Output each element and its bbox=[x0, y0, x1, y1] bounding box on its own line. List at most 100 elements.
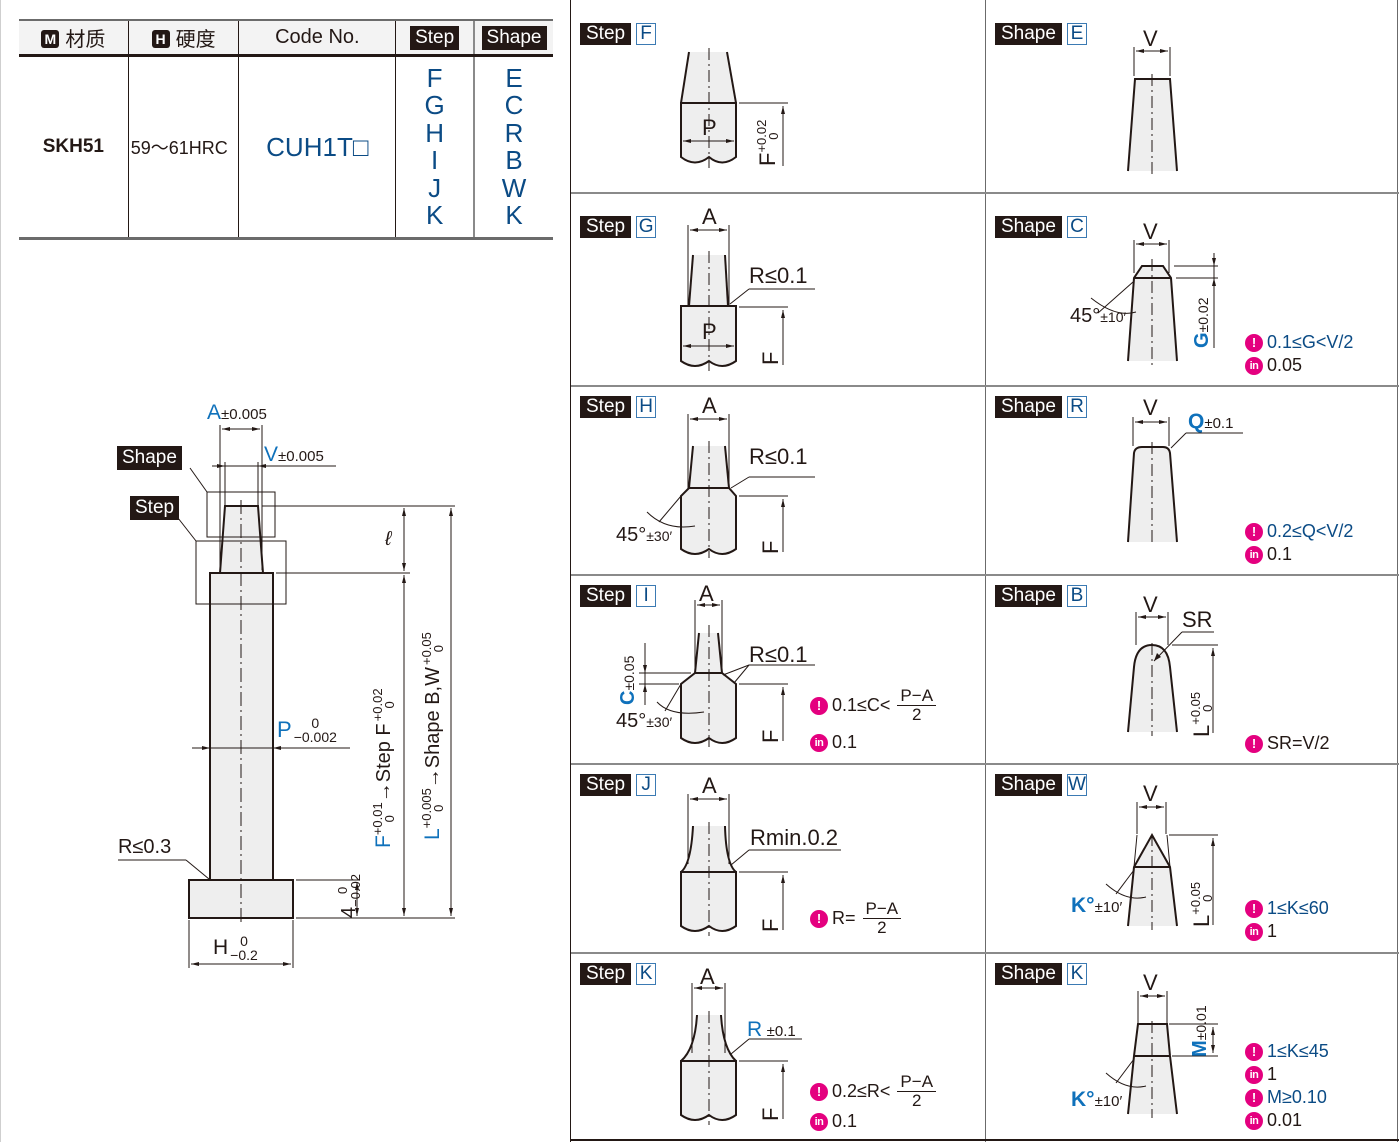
dim-f: F bbox=[758, 918, 783, 932]
shape-options: E C R B W K bbox=[473, 55, 553, 240]
angle-note: 45°±30′ bbox=[616, 710, 673, 732]
radius-note: R≤0.3 bbox=[118, 836, 172, 858]
dim-h-label: H 0−0.2 bbox=[213, 933, 258, 963]
dim-a: A bbox=[700, 964, 715, 989]
dim-a: A bbox=[699, 581, 714, 606]
constraint-note: !1≤K≤60 bbox=[1245, 898, 1329, 919]
angle-note: 45°±10′ bbox=[1070, 305, 1127, 327]
increment-icon: in bbox=[810, 1112, 828, 1131]
shape-option: B bbox=[505, 145, 523, 175]
dim-a-label: A±0.005 bbox=[207, 401, 267, 424]
step-j-drawing bbox=[680, 794, 841, 936]
dim-q: Q±0.1 bbox=[1188, 410, 1234, 433]
step-option: F bbox=[426, 62, 443, 93]
material-icon: M bbox=[41, 30, 60, 48]
dim-p-label: P 0−0.002 bbox=[277, 715, 337, 745]
dim-v-label: V±0.005 bbox=[264, 443, 324, 466]
radius-note: Rmin.0.2 bbox=[750, 825, 839, 850]
dim-f: F bbox=[758, 729, 783, 743]
main-drawing: A±0.005 V±0.005 Shape Step ℓ P 0−0.002 R… bbox=[0, 0, 570, 1142]
grid-divider bbox=[571, 192, 1399, 194]
step-options: F G H I J K bbox=[395, 55, 475, 240]
header-code: Code No. bbox=[238, 19, 396, 57]
shape-option: E bbox=[505, 62, 523, 93]
shape-option: C bbox=[504, 90, 524, 120]
page-edge bbox=[0, 0, 1, 1142]
dim-m: M±0.01 bbox=[1189, 1005, 1211, 1057]
step-option: H bbox=[425, 117, 445, 148]
step-option: K bbox=[425, 200, 444, 230]
shape-k-drawing bbox=[1105, 991, 1218, 1118]
caution-icon: ! bbox=[1245, 522, 1263, 541]
shape-option: R bbox=[504, 117, 524, 148]
radius-note: R ±0.1 bbox=[747, 1018, 796, 1041]
step-g-drawing bbox=[680, 225, 815, 371]
dim-v: V bbox=[1143, 592, 1158, 617]
grid-divider bbox=[571, 1139, 1399, 1141]
step-option: G bbox=[424, 90, 445, 120]
dim-a: A bbox=[702, 393, 717, 418]
caution-icon: ! bbox=[1245, 1088, 1263, 1107]
increment-icon: in bbox=[810, 733, 828, 752]
shape-e-drawing bbox=[1127, 47, 1178, 175]
caution-icon: ! bbox=[810, 909, 828, 928]
shape-callout-box bbox=[206, 491, 276, 538]
caution-icon: ! bbox=[1245, 333, 1263, 352]
step-callout-tag: Step bbox=[130, 496, 180, 520]
constraint-note: !SR=V/2 bbox=[1245, 733, 1330, 754]
shape-b-drawing bbox=[1127, 612, 1218, 736]
punch-tip bbox=[218, 505, 265, 574]
dim-l-label: ℓ bbox=[385, 528, 392, 550]
caution-icon: ! bbox=[1245, 899, 1263, 918]
grid-divider bbox=[571, 574, 1399, 576]
shape-r-drawing bbox=[1127, 417, 1243, 546]
dim-v: V bbox=[1143, 781, 1158, 806]
caution-icon: ! bbox=[810, 1082, 828, 1101]
step-k-drawing bbox=[680, 983, 802, 1125]
dim-c: C±0.05 bbox=[617, 655, 639, 705]
constraint-note: !0.2≤Q<V/2 bbox=[1245, 521, 1353, 542]
header-step: Step bbox=[395, 19, 475, 57]
increment-icon: in bbox=[1245, 922, 1263, 941]
step-i-drawing bbox=[639, 600, 815, 747]
dim-v: V bbox=[1143, 395, 1158, 420]
step-f-drawing bbox=[680, 48, 788, 168]
grid-divider bbox=[570, 0, 571, 1142]
shape-w-drawing bbox=[1105, 802, 1218, 930]
dim-f: F bbox=[758, 351, 783, 365]
grid-divider bbox=[571, 952, 1399, 954]
dim-v: V bbox=[1143, 26, 1158, 51]
shape-option: W bbox=[501, 172, 527, 203]
dim-a: A bbox=[702, 204, 717, 229]
constraint-note: !M≥0.10 bbox=[1245, 1087, 1327, 1108]
header-shape: Shape bbox=[473, 19, 553, 57]
dim-k: K°±10′ bbox=[1071, 894, 1123, 917]
dim-p: P bbox=[702, 115, 717, 140]
radius-note: R≤0.1 bbox=[749, 263, 808, 288]
grid-divider bbox=[985, 0, 986, 1142]
